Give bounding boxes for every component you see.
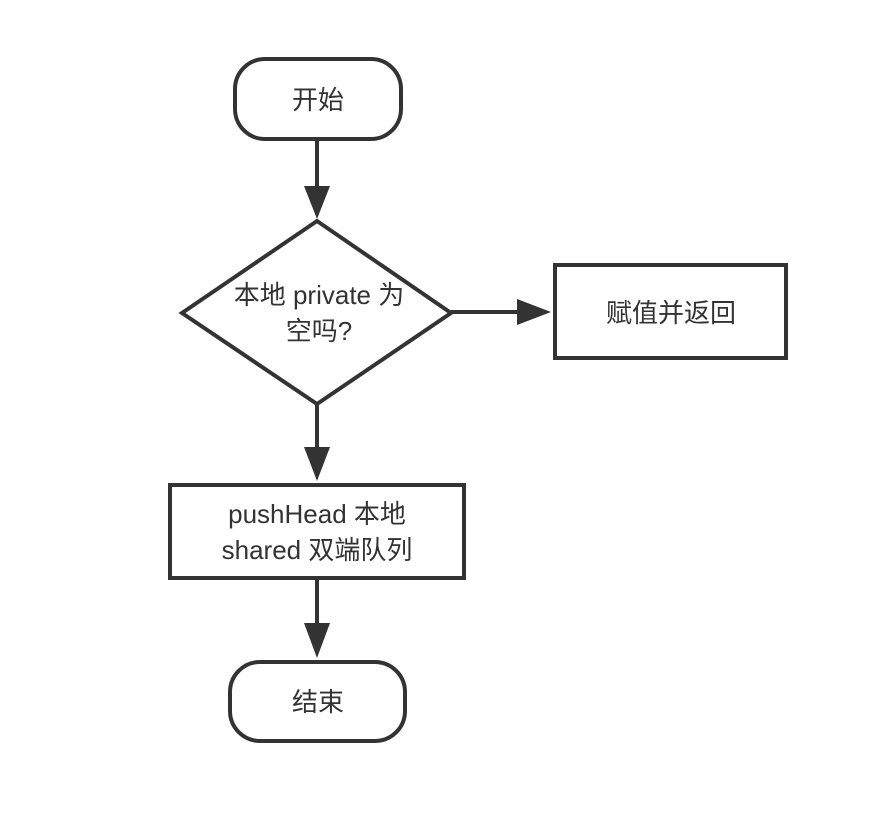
node-push-shape	[168, 483, 466, 580]
node-assign-shape	[553, 263, 788, 360]
arrowhead-start-decision	[304, 186, 330, 219]
node-decision-shape	[178, 218, 455, 407]
node-decision-label-line1: 本地 private 为	[233, 280, 405, 310]
node-assign-label: 赋值并返回	[605, 298, 737, 328]
node-push-label: pushHead 本地 shared 双端队列	[222, 496, 413, 568]
node-push-label-line2: shared 双端队列	[221, 535, 413, 565]
node-decision-label-line2: 空吗?	[285, 316, 353, 346]
node-start-label: 开始	[291, 85, 345, 115]
arrowhead-decision-assign	[517, 299, 551, 325]
arrowhead-decision-push	[304, 447, 330, 481]
node-start-shape	[233, 57, 403, 141]
node-push-label-line1: pushHead 本地	[228, 499, 406, 529]
node-decision-label: 本地 private 为 空吗?	[234, 277, 405, 349]
arrowhead-push-end	[304, 623, 330, 658]
node-end-label: 结束	[291, 687, 345, 717]
node-end-shape	[228, 660, 407, 743]
